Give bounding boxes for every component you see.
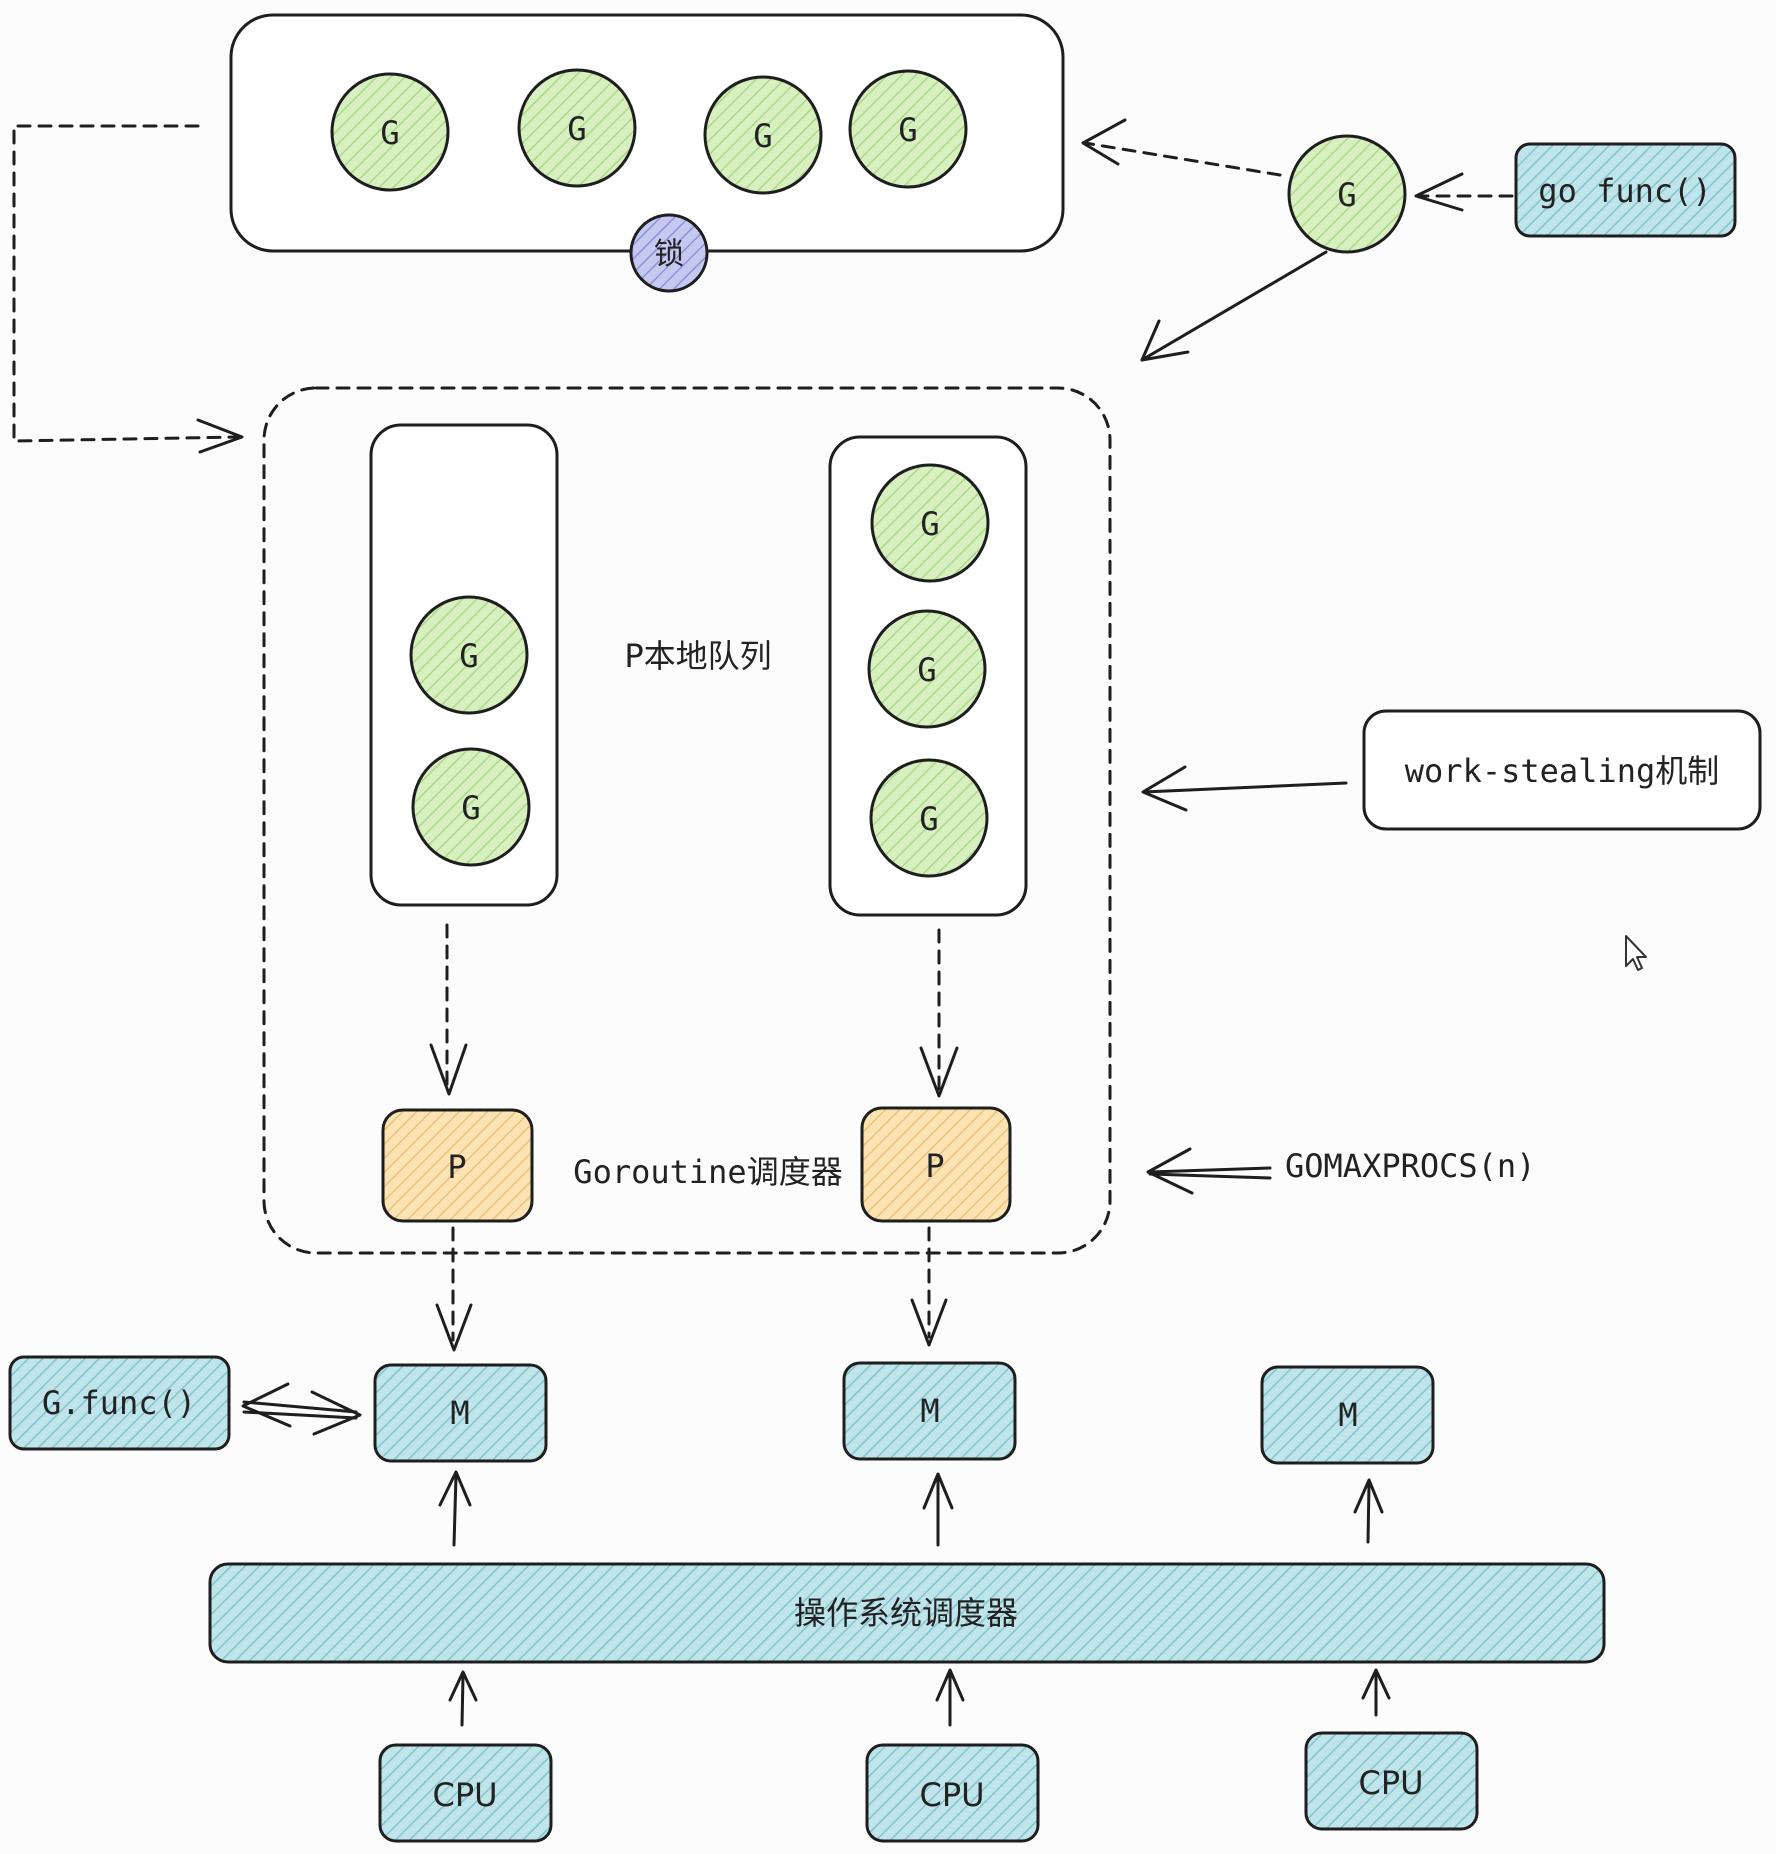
- processor-label: P: [925, 1147, 944, 1185]
- goroutine-label: G: [459, 637, 478, 675]
- goroutine-label: G: [917, 651, 936, 689]
- machine-box: M: [373, 1363, 548, 1463]
- arrow-queue-to-processor: [919, 928, 959, 1098]
- arrow-global-to-local: [12, 124, 244, 454]
- machine-label: M: [920, 1392, 939, 1430]
- gfunc-label: G.func(): [42, 1384, 196, 1422]
- scheduler-container: [262, 386, 1112, 1255]
- machine-box: M: [1260, 1365, 1435, 1465]
- work-stealing-label: work-stealing机制: [1405, 752, 1719, 790]
- local-goroutine: G: [409, 595, 529, 715]
- local-goroutine: G: [411, 747, 531, 867]
- local-queue-label: P本地队列: [624, 637, 771, 675]
- lock-node: 锁: [629, 213, 709, 293]
- gfunc-box: G.func(): [8, 1355, 231, 1451]
- global-goroutine: G: [517, 68, 637, 188]
- goroutine-label: G: [380, 114, 399, 152]
- cpu-box: CPU: [1304, 1731, 1479, 1831]
- cpu-label: CPU: [919, 1776, 984, 1814]
- new-goroutine: G: [1287, 134, 1407, 254]
- os-scheduler-label: 操作系统调度器: [794, 1594, 1018, 1632]
- processor-label: P: [447, 1148, 466, 1186]
- arrow-cpu-to-os: [935, 1668, 965, 1727]
- global-goroutine: G: [330, 72, 450, 192]
- arrow-processor-to-machine: [910, 1226, 948, 1347]
- machine-label: M: [1338, 1396, 1357, 1434]
- goroutine-label: G: [461, 789, 480, 827]
- local-goroutine: G: [869, 758, 989, 878]
- arrow-cpu-to-os: [448, 1670, 478, 1727]
- cpu-box: CPU: [378, 1743, 553, 1843]
- goroutine-label: G: [919, 800, 938, 838]
- machine-label: M: [450, 1394, 469, 1432]
- cpu-box: CPU: [865, 1743, 1040, 1843]
- arrow-gofunc-to-goroutine: [1414, 172, 1514, 212]
- lock-label: 锁: [654, 237, 684, 272]
- go-func-label: go func(): [1538, 172, 1711, 210]
- arrow-os-to-machine: [438, 1470, 472, 1547]
- arrow-processor-to-machine: [435, 1226, 473, 1352]
- arrow-os-to-machine: [1353, 1478, 1384, 1544]
- arrow-gomaxprocs: [1146, 1147, 1272, 1195]
- work-stealing-box: work-stealing机制: [1362, 709, 1762, 831]
- goroutine-label: G: [753, 117, 772, 155]
- scheduler-label: Goroutine调度器: [573, 1153, 842, 1191]
- goroutine-label: G: [920, 505, 939, 543]
- mouse-cursor-icon: [1625, 935, 1647, 971]
- os-scheduler-box: 操作系统调度器: [208, 1562, 1606, 1664]
- global-goroutine: G: [703, 75, 823, 195]
- cpu-label: CPU: [1358, 1764, 1423, 1802]
- go-func-box: go func(): [1514, 142, 1737, 238]
- arrow-os-to-machine: [922, 1472, 954, 1547]
- gomaxprocs-label: GOMAXPROCS(n): [1285, 1147, 1535, 1185]
- arrow-gfunc-machine: [241, 1382, 362, 1436]
- goroutine-label: G: [567, 110, 586, 148]
- machine-box: M: [842, 1361, 1017, 1461]
- arrow-goroutine-to-global-queue: [1081, 118, 1282, 177]
- arrow-goroutine-to-local-queue: [1140, 250, 1328, 362]
- goroutine-label: G: [1337, 176, 1356, 214]
- processor-box: P: [860, 1106, 1012, 1223]
- local-goroutine: G: [867, 609, 987, 729]
- local-goroutine: G: [870, 463, 990, 583]
- arrow-cpu-to-os: [1361, 1668, 1391, 1717]
- arrow-queue-to-processor: [429, 923, 468, 1096]
- cpu-label: CPU: [432, 1776, 497, 1814]
- arrow-work-stealing: [1141, 765, 1348, 812]
- processor-box: P: [381, 1108, 534, 1223]
- goroutine-label: G: [898, 111, 917, 149]
- global-goroutine: G: [848, 69, 968, 189]
